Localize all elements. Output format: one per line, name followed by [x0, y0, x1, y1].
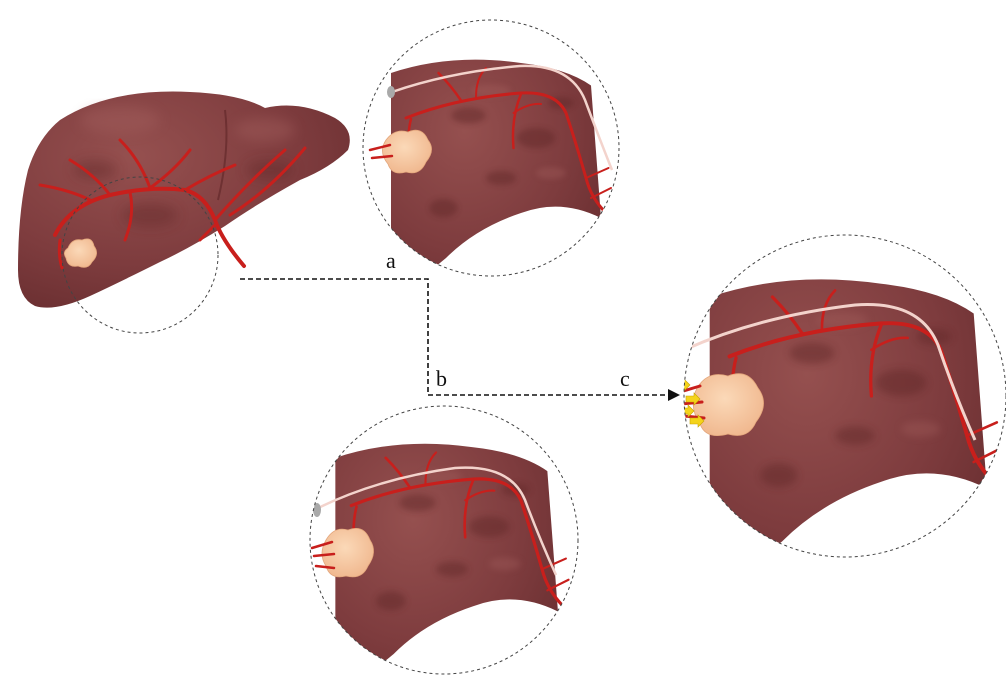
step-label-a: a — [386, 248, 396, 273]
step-label-b: b — [436, 366, 447, 391]
step-label-c: c — [620, 366, 630, 391]
balloon-occlusion-icon — [387, 86, 395, 98]
tumor — [322, 528, 374, 577]
tumor — [693, 374, 763, 436]
